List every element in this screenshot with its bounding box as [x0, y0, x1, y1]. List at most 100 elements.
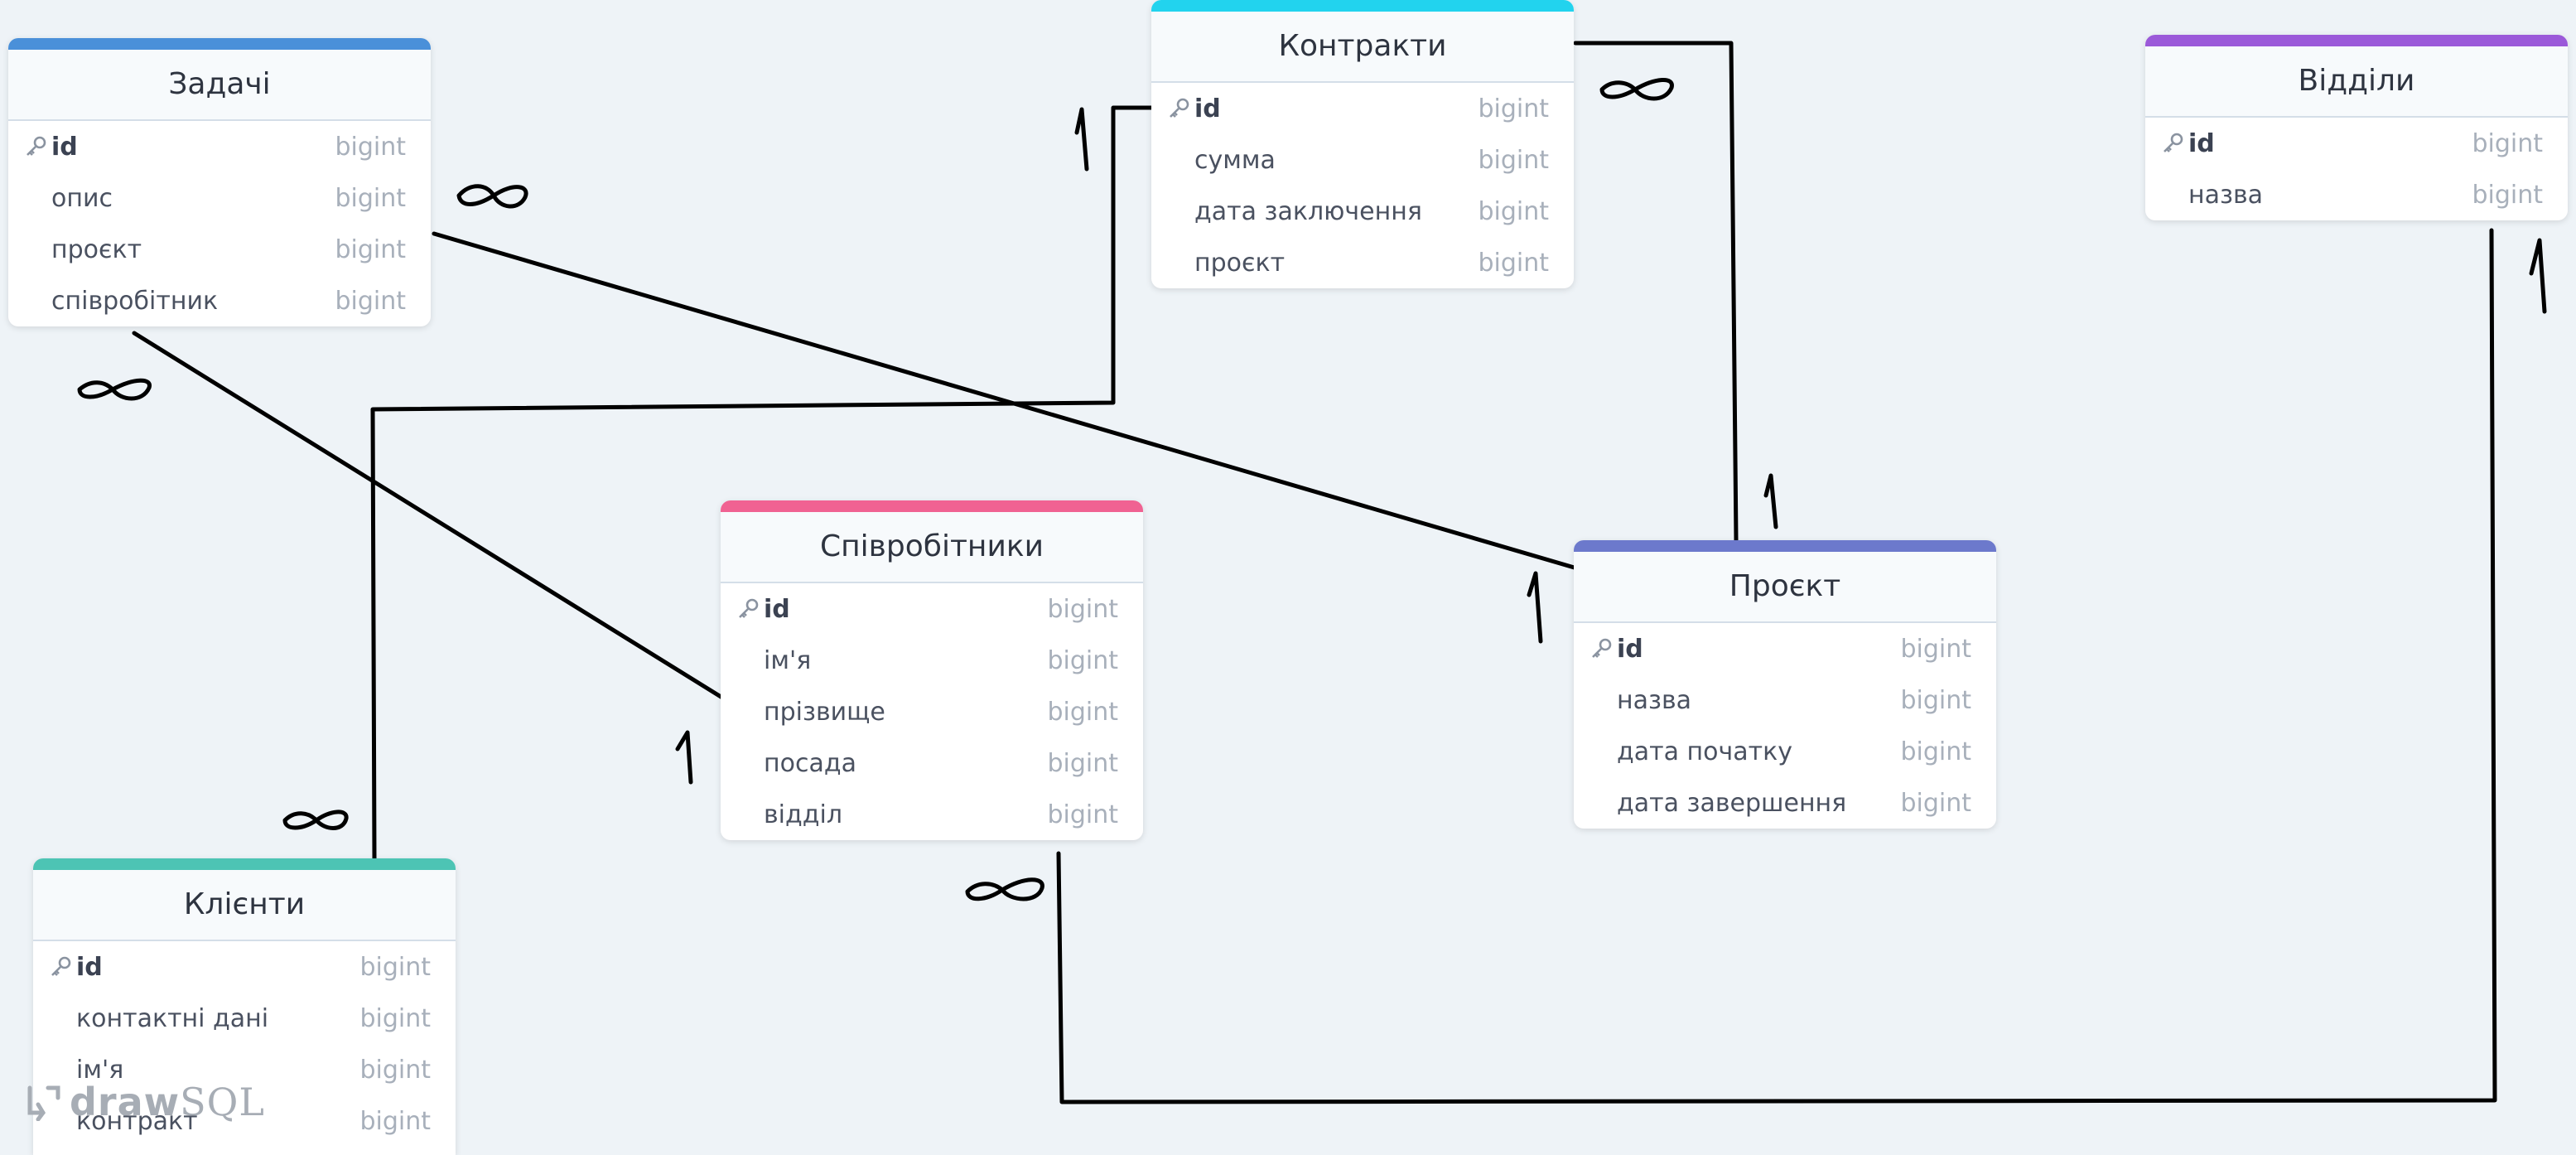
- table-departments[interactable]: Відділи id bigint назва bigint: [2145, 35, 2568, 220]
- table-title[interactable]: Клієнти: [33, 870, 456, 941]
- key-icon: [1166, 96, 1191, 121]
- relation-tasks-project: [432, 231, 1580, 571]
- column-type: bigint: [1478, 197, 1549, 226]
- column-type: bigint: [1047, 800, 1118, 829]
- cardinality-many-tasks-desc: [456, 184, 528, 209]
- table-title[interactable]: Співробітники: [721, 512, 1143, 583]
- column-row[interactable]: опис bigint: [8, 172, 431, 224]
- table-color-bar: [2145, 35, 2568, 46]
- key-icon: [48, 954, 73, 979]
- column-row[interactable]: дата заключення bigint: [1151, 186, 1574, 237]
- column-type: bigint: [359, 1056, 431, 1085]
- column-type: bigint: [335, 184, 406, 213]
- relation-clients-contracts: [370, 105, 1164, 861]
- column-type: bigint: [359, 953, 431, 982]
- table-title[interactable]: Контракти: [1151, 12, 1574, 83]
- column-row[interactable]: ім'я bigint: [33, 1044, 456, 1095]
- key-icon: [1589, 636, 1614, 661]
- column-row[interactable]: прізвище bigint: [721, 686, 1143, 737]
- relation-employees-departments: [1056, 228, 2497, 1104]
- column-name: ім'я: [76, 1056, 124, 1085]
- column-name: контактні дані: [76, 1004, 269, 1033]
- table-color-bar: [8, 38, 431, 50]
- column-row[interactable]: id bigint: [2145, 118, 2568, 169]
- column-row[interactable]: id bigint: [1574, 623, 1996, 674]
- column-name: id: [764, 595, 790, 624]
- table-title[interactable]: Відділи: [2145, 46, 2568, 118]
- column-name: опис: [51, 184, 113, 213]
- column-name: назва: [1617, 686, 1692, 715]
- column-name: id: [76, 953, 103, 982]
- column-name: сумма: [1194, 146, 1276, 175]
- column-row[interactable]: id bigint: [33, 941, 456, 993]
- cardinality-many-employees: [965, 877, 1044, 901]
- watermark-draw: draw: [70, 1080, 181, 1124]
- column-name: співробітник: [51, 287, 219, 316]
- column-row[interactable]: сумма bigint: [1151, 134, 1574, 186]
- column-type: bigint: [1047, 595, 1118, 624]
- column-name: контракт: [76, 1107, 198, 1136]
- column-row[interactable]: посада bigint: [721, 737, 1143, 789]
- cardinality-one-project-left: [1527, 571, 1543, 644]
- cardinality-many-tasks-emp: [77, 378, 152, 401]
- key-icon: [23, 134, 48, 159]
- column-row[interactable]: id bigint: [721, 583, 1143, 635]
- column-row[interactable]: відділ bigint: [721, 789, 1143, 840]
- column-type: bigint: [1047, 749, 1118, 778]
- table-clients[interactable]: Клієнти id bigint контактні дані bigint ім'я b…: [33, 858, 456, 1155]
- cardinality-one-departments: [2529, 238, 2547, 314]
- column-type: bigint: [1478, 146, 1549, 175]
- column-name: назва: [2188, 181, 2264, 210]
- column-type: bigint: [1478, 249, 1549, 278]
- column-name: id: [2188, 129, 2215, 158]
- column-name: прізвище: [764, 698, 885, 727]
- cardinality-one-employees: [675, 730, 693, 785]
- column-row[interactable]: контракт bigint: [33, 1095, 456, 1147]
- column-type: bigint: [1900, 635, 1971, 664]
- column-type: bigint: [359, 1004, 431, 1033]
- table-color-bar: [1151, 0, 1574, 12]
- table-color-bar: [1574, 540, 1996, 552]
- cardinality-one-contracts: [1074, 107, 1089, 172]
- watermark-sql: SQL: [180, 1080, 265, 1124]
- column-type: bigint: [1900, 789, 1971, 818]
- table-title[interactable]: Проєкт: [1574, 552, 1996, 623]
- column-type: bigint: [1047, 698, 1118, 727]
- column-name: дата заключення: [1194, 197, 1422, 226]
- column-type: bigint: [2472, 181, 2543, 210]
- relation-contracts-project: [1573, 41, 1739, 543]
- table-color-bar: [33, 858, 456, 870]
- column-name: id: [1617, 635, 1643, 664]
- column-row[interactable]: назва bigint: [2145, 169, 2568, 220]
- column-name: ім'я: [764, 646, 812, 675]
- column-type: bigint: [1478, 94, 1549, 123]
- column-name: посада: [764, 749, 856, 778]
- column-name: id: [1194, 94, 1221, 123]
- relation-tasks-employees: [132, 331, 725, 700]
- column-type: bigint: [359, 1107, 431, 1136]
- column-name: відділ: [764, 800, 843, 829]
- column-type: bigint: [2472, 129, 2543, 158]
- column-row[interactable]: id bigint: [1151, 83, 1574, 134]
- column-row[interactable]: назва bigint: [1574, 674, 1996, 726]
- column-type: bigint: [1900, 686, 1971, 715]
- column-name: проєкт: [51, 235, 142, 264]
- key-icon: [2160, 131, 2185, 156]
- table-title[interactable]: Задачі: [8, 50, 431, 121]
- drawsql-logo-icon: [27, 1085, 60, 1121]
- column-row[interactable]: контактні дані bigint: [33, 993, 456, 1044]
- column-type: bigint: [335, 133, 406, 162]
